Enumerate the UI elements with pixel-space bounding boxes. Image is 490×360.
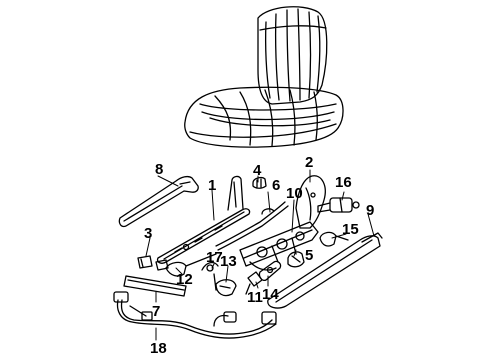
part-12-switch: [165, 253, 217, 277]
callout-10: 10: [286, 185, 303, 202]
callout-4: 4: [253, 162, 262, 179]
part-7-rod: [123, 275, 187, 297]
callout-1: 1: [208, 177, 217, 194]
part-11-bolt: [245, 271, 263, 295]
part-14-link: [258, 260, 282, 282]
callout-3: 3: [144, 225, 153, 242]
callout-18: 18: [150, 340, 167, 357]
callout-9: 9: [366, 202, 375, 219]
leader-lines: [145, 169, 375, 341]
part-6-cable: [215, 201, 289, 251]
part-9-outer-rail: [267, 232, 383, 309]
part-16-motor: [317, 197, 360, 213]
part-18-wiring-harness: [113, 291, 277, 339]
seat-back-cushion: [257, 6, 328, 105]
callout-15: 15: [342, 221, 359, 238]
callout-17: 17: [206, 249, 223, 266]
part-8-handle-bar: [118, 175, 199, 228]
callout-2: 2: [305, 154, 314, 171]
part-4-clip: [252, 176, 267, 189]
callout-14: 14: [262, 286, 279, 303]
callout-11: 11: [247, 289, 263, 306]
callout-7: 7: [152, 303, 161, 320]
part-13-switch: [215, 279, 237, 297]
part-3-clip-block: [137, 255, 169, 271]
callout-13: 13: [220, 253, 237, 270]
callout-8: 8: [155, 161, 164, 178]
callout-12: 12: [176, 271, 193, 288]
callout-6: 6: [272, 177, 281, 194]
callout-16: 16: [335, 174, 352, 191]
seat-bottom-cushion: [184, 86, 344, 148]
part-1-seat-track-rail: [156, 175, 251, 264]
callout-5: 5: [305, 247, 314, 264]
part-5-bracket: [287, 251, 305, 268]
part-2-recliner-arm: [295, 175, 326, 229]
